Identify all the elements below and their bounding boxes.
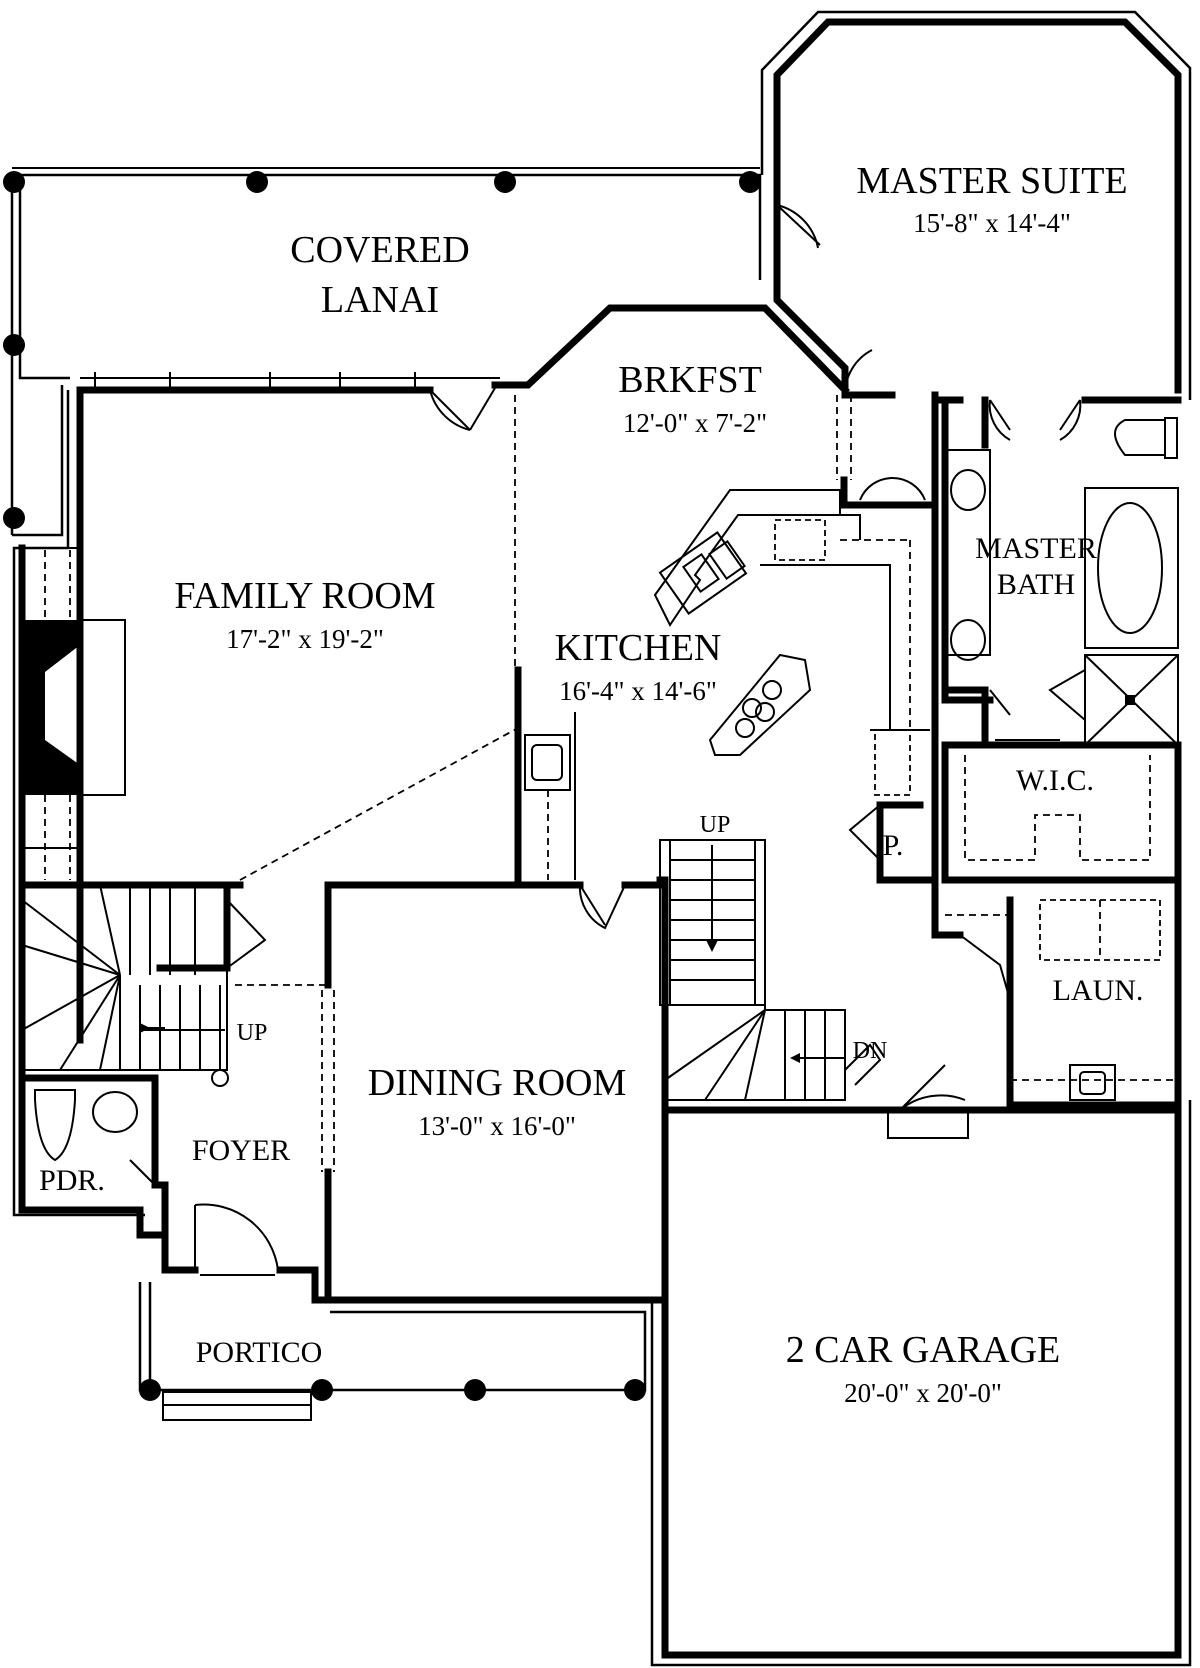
covered-lanai-outline	[10, 167, 762, 537]
post	[3, 507, 25, 529]
foyer-label: FOYER	[192, 1134, 290, 1167]
kitchen-label: KITCHEN	[555, 627, 722, 669]
master-suite-label: MASTER SUITE	[856, 160, 1127, 202]
post	[3, 334, 25, 356]
lanai-door	[429, 387, 496, 431]
foyer-walls	[136, 1181, 332, 1304]
lanai-posts	[3, 171, 761, 529]
post	[311, 1379, 333, 1401]
brkfst-dims: 12'-0" x 7'-2"	[623, 408, 767, 438]
portico-label: PORTICO	[196, 1336, 323, 1369]
fireplace	[21, 547, 126, 880]
powder-label: PDR.	[39, 1164, 105, 1197]
stairs-down-label: DN	[853, 1038, 888, 1064]
portico	[138, 1282, 647, 1421]
hall-walls	[836, 391, 964, 884]
family-room-dims: 17'-2" x 19'-2"	[226, 624, 384, 654]
master-bath	[941, 396, 1182, 749]
wic-label: W.I.C.	[1016, 764, 1094, 797]
master-suite-dims: 15'-8" x 14'-4"	[913, 208, 1071, 238]
pantry-label: P.	[883, 829, 904, 862]
dining-room-dims: 13'-0" x 16'-0"	[418, 1111, 576, 1141]
garage	[650, 1064, 1192, 1667]
powder-room	[18, 1074, 159, 1189]
interior-walls	[18, 395, 669, 1304]
post	[739, 171, 761, 193]
wic	[941, 739, 1182, 884]
main-stairs	[659, 839, 882, 1101]
master-bath-label-line1: MASTER	[975, 532, 1097, 565]
foyer-stairs-up-label: UP	[237, 1020, 268, 1046]
garage-label: 2 CAR GARAGE	[786, 1329, 1060, 1371]
post	[494, 171, 516, 193]
stairs-up-label: UP	[700, 812, 731, 838]
post	[139, 1379, 161, 1401]
family-room-label: FAMILY ROOM	[174, 575, 435, 617]
covered-lanai-label-line2: LANAI	[321, 279, 439, 321]
post	[624, 1379, 646, 1401]
post	[3, 171, 25, 193]
garage-dims: 20'-0" x 20'-0"	[844, 1378, 1002, 1408]
brkfst-label: BRKFST	[618, 359, 762, 401]
kitchen-dims: 16'-4" x 14'-6"	[559, 676, 717, 706]
kitchen-fixtures	[653, 489, 930, 796]
covered-lanai-label-line1: COVERED	[290, 229, 469, 271]
master-suite-walls	[760, 10, 1192, 400]
pantry	[848, 801, 924, 864]
dining-room-label: DINING ROOM	[368, 1062, 627, 1104]
post	[464, 1379, 486, 1401]
master-bath-label-line2: BATH	[997, 568, 1075, 601]
foyer-stairs	[21, 884, 267, 1087]
laundry-label: LAUN.	[1053, 974, 1144, 1007]
post	[246, 171, 268, 193]
